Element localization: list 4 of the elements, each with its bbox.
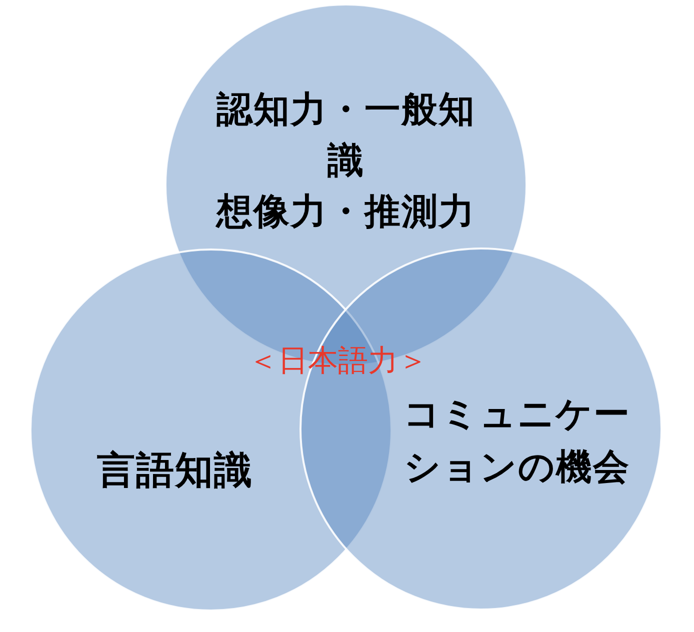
set-label: コミュニケーションの機会	[402, 393, 632, 490]
set-label: 想像力・推測力	[216, 190, 476, 234]
set-label: 認知力・一般知識	[215, 88, 476, 184]
set-label: 言語知識	[97, 447, 253, 494]
